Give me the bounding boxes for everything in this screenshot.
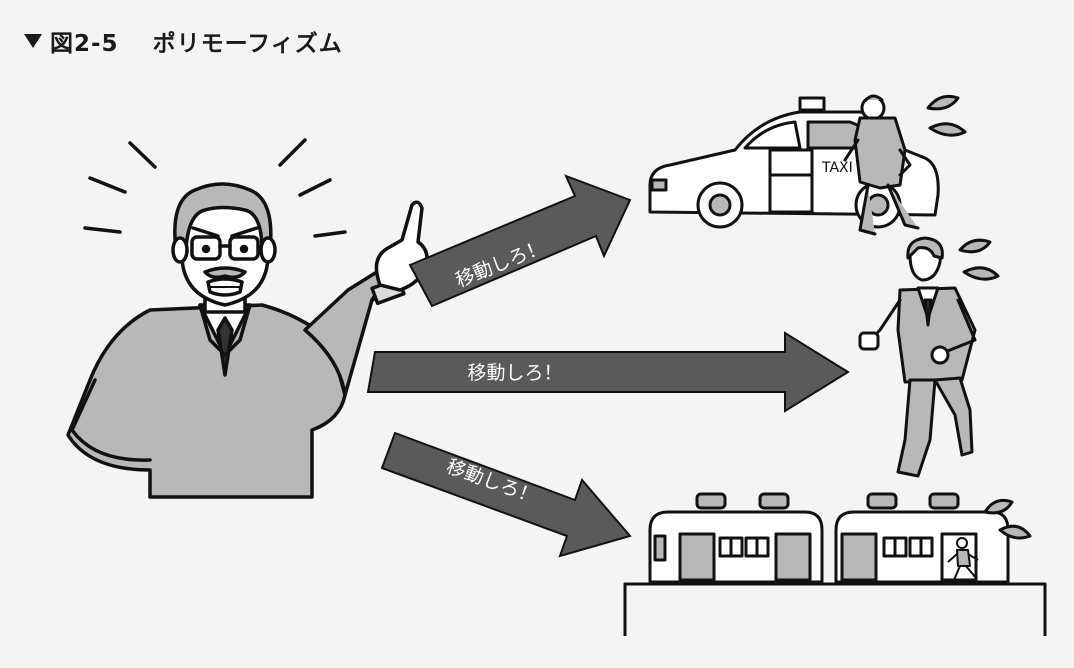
runner-sweat-drops-icon — [958, 238, 1000, 281]
boss-figure — [66, 138, 429, 499]
arrow-to-train: 移動しろ！ — [380, 431, 632, 558]
train-scene — [623, 492, 1047, 636]
train-sweat-drops-icon — [983, 498, 1032, 540]
figure-number: 図2-5 — [50, 31, 119, 57]
running-man — [858, 236, 1000, 478]
train-roof-vents-icon — [695, 492, 960, 510]
taxi-scene: TAXI — [648, 94, 967, 236]
man-boarding-train — [947, 537, 979, 581]
arrow-to-runner: 移動しろ！ — [366, 331, 850, 413]
triangle-marker-icon — [24, 34, 42, 48]
sweat-drops-icon — [926, 94, 967, 137]
arrow-to-taxi: 移動しろ！ — [408, 174, 632, 308]
arrow-label-runner: 移動しろ！ — [467, 362, 562, 384]
taxi-door-sign: TAXI — [821, 160, 853, 176]
train-platform — [623, 582, 1047, 636]
man-entering-taxi — [843, 94, 920, 236]
taxi-roof-light-icon — [798, 96, 826, 112]
figure-caption: ポリモーフィズム — [152, 31, 343, 57]
figure-title: 図2-5 ポリモーフィズム — [24, 24, 343, 58]
anger-lines-icon — [83, 138, 347, 238]
